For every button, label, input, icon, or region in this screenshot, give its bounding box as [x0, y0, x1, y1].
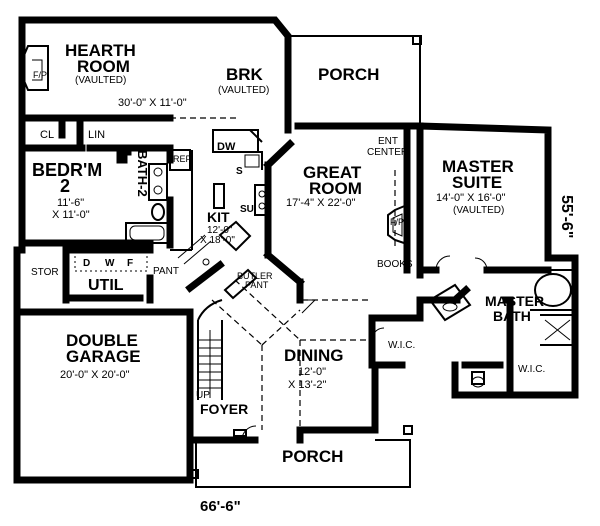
dw-label: DW [217, 141, 236, 153]
porch-bottom-title: PORCH [282, 447, 343, 466]
garage-title-2: GARAGE [66, 347, 141, 366]
great-room-title-2: ROOM [309, 179, 362, 198]
util-title: UTIL [88, 277, 124, 294]
su-label: SU [240, 204, 254, 215]
porch-top-title: PORCH [318, 65, 379, 84]
dryer-label: D [83, 258, 90, 269]
cl-label: CL [40, 129, 54, 141]
fireplace-hearth: F/P [21, 45, 49, 91]
hearth-room-note: (VAULTED) [75, 75, 126, 86]
wic1-label: W.I.C. [388, 340, 415, 351]
fp-great-label: F/P [390, 217, 404, 227]
lin-label: LIN [88, 129, 105, 141]
great-room-dims: 17'-4" X 22'-0" [286, 197, 356, 209]
kit-title: KIT [207, 209, 230, 225]
doors [241, 255, 488, 441]
bedroom2-dims-1: 11'-6" [57, 197, 84, 209]
master-suite-dims: 14'-0" X 16'-0" [436, 192, 506, 204]
bedroom2-dims-2: X 11'-0" [52, 209, 90, 221]
brk-title: BRK [226, 65, 264, 84]
porch-bottom-outline [189, 425, 413, 488]
laundry-appliances [74, 252, 148, 272]
fp-hearth-label: F/P [33, 70, 47, 80]
garage-title-1: DOUBLE [66, 331, 138, 350]
books-label: BOOKS [377, 259, 413, 270]
hearth-room-title-2: ROOM [77, 57, 130, 76]
wic2-label: W.I.C. [518, 364, 545, 375]
hearth-room-title-1: HEARTH [65, 41, 136, 60]
bath2-title: BATH-2 [135, 150, 150, 197]
master-suite-title-2: SUITE [452, 173, 502, 192]
washer-label: W [105, 258, 115, 269]
entry-step [233, 429, 247, 437]
brk-note: (VAULTED) [218, 85, 269, 96]
hearth-room-dims: 30'-0" X 11'-0" [118, 97, 187, 109]
pant-label: PANT [153, 266, 179, 277]
butler-label-2: PANT [245, 280, 269, 290]
master-bath-fixtures [428, 269, 576, 388]
depth-dimension: 55'-6" [558, 195, 575, 238]
master-bath-title-2: BATH [493, 308, 531, 324]
porch-top-outline [288, 35, 422, 126]
dining-dims-2: X 13'-2" [288, 379, 327, 391]
foyer-title: FOYER [200, 401, 248, 417]
ent-center-1: ENT [378, 136, 398, 147]
width-dimension: 66'-6" [200, 498, 241, 515]
butler-counter [223, 268, 258, 300]
master-suite-title-1: MASTER [442, 157, 514, 176]
ent-center-2: CENTER [367, 147, 408, 158]
fireplace-great [387, 204, 408, 245]
pantry-shelves [177, 234, 212, 266]
kitchen-fixtures [169, 129, 270, 252]
exterior-walls [13, 16, 579, 484]
stairs [197, 299, 223, 400]
bedroom2-title-2: 2 [60, 176, 70, 196]
master-bath-title-1: MASTER [485, 293, 544, 309]
master-suite-note: (VAULTED) [453, 205, 504, 216]
sink-label: S [236, 166, 243, 177]
freezer-label: F [127, 258, 133, 269]
bedroom2-title-1: BEDR'M [32, 160, 102, 180]
great-room-title-1: GREAT [303, 163, 362, 182]
kit-dims-1: 12'-0" [207, 225, 233, 236]
bath2-fixtures [125, 163, 169, 244]
stor-label: STOR [31, 267, 59, 278]
dining-dims-1: 12'-0" [298, 366, 326, 378]
stairs-up-label: UP [196, 390, 210, 401]
kit-dims-2: X 18'-0" [200, 235, 235, 246]
ref-label: REF [173, 154, 192, 164]
garage-dims: 20'-0" X 20'-0" [60, 369, 130, 381]
dining-title: DINING [284, 346, 344, 365]
